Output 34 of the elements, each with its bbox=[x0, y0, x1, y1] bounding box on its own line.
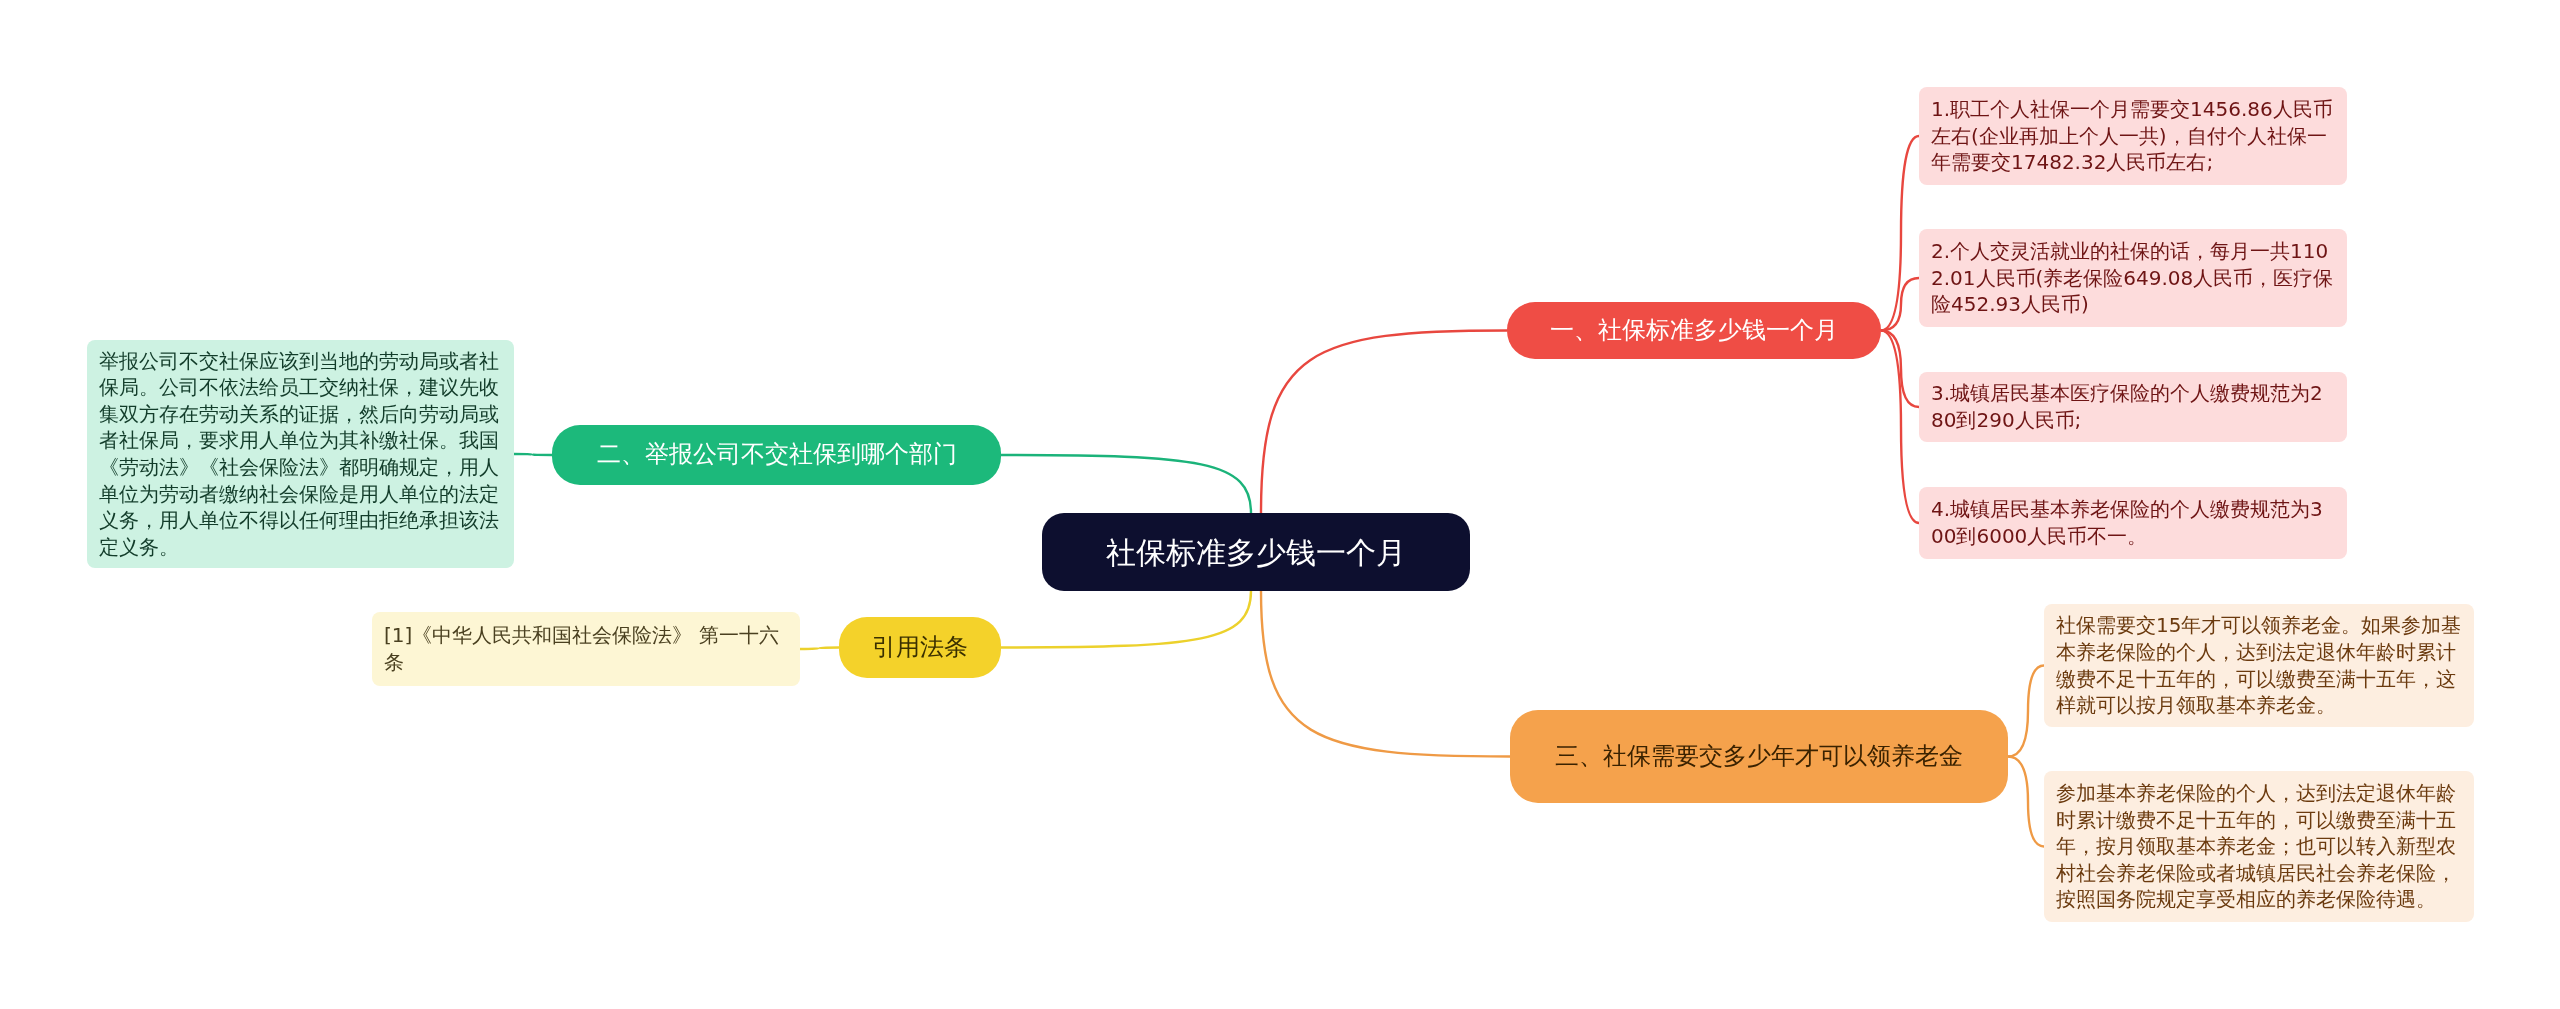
central-topic-box bbox=[1042, 513, 1470, 591]
detail-note-text: 参加基本养老保险的个人，达到法定退休年龄时累计缴费不足十五年的，可以缴费至满十五年，按月领取基本养老金；也可以转入新型农村社会养老保险或者城镇居民社会养老保险，按照国务院规定享受相应的养老保险待遇。 bbox=[2056, 780, 2457, 913]
connector-line bbox=[1001, 453, 1253, 514]
detail-note-box bbox=[1919, 229, 2347, 327]
connector-line bbox=[1880, 329, 1920, 525]
detail-note-text: 3.城镇居民基本医疗保险的个人缴费规范为280到290人民币; bbox=[1931, 380, 2324, 434]
connector-line bbox=[2007, 755, 2045, 848]
branch-topic-box bbox=[1507, 302, 1881, 359]
connector-line bbox=[2007, 664, 2045, 758]
connector-line bbox=[1001, 590, 1253, 649]
central-topic-text: 社保标准多少钱一个月 bbox=[1106, 533, 1406, 572]
branch-topic-text: 二、举报公司不交社保到哪个部门 bbox=[596, 439, 957, 471]
detail-note-box bbox=[1919, 487, 2347, 559]
connector-line bbox=[514, 452, 552, 457]
branch-topic-text: 三、社保需要交多少年才可以领养老金 bbox=[1555, 740, 1963, 772]
branch-topic-box bbox=[552, 425, 1001, 485]
detail-note-box bbox=[372, 612, 800, 686]
detail-note-box bbox=[2044, 604, 2474, 727]
detail-note-box bbox=[2044, 771, 2474, 922]
branch-topic-text: 一、社保标准多少钱一个月 bbox=[1550, 314, 1838, 346]
detail-note-text: 2.个人交灵活就业的社保的话，每月一共1102.01人民币(养老保险649.08人民币，医疗保险452.93人民币) bbox=[1931, 238, 2335, 318]
branch-topic-box bbox=[839, 617, 1001, 678]
detail-note-text: 1.职工个人社保一个月需要交1456.86人民币左右(企业再加上个人一共)，自付个人社保一年需要交17482.32人民币左右; bbox=[1931, 96, 2334, 176]
detail-note-text: [1]《中华人民共和国社会保险法》 第一十六条 bbox=[384, 622, 780, 676]
connector-line bbox=[800, 646, 839, 651]
connector-line bbox=[1259, 329, 1507, 514]
branch-topic-box bbox=[1510, 710, 2008, 803]
detail-note-box bbox=[1919, 372, 2347, 442]
detail-note-text: 社保需要交15年才可以领养老金。如果参加基本养老保险的个人，达到法定退休年龄时累计缴费不足十五年的，可以缴费至满十五年，这样就可以按月领取基本养老金。 bbox=[2056, 612, 2462, 719]
branch-topic-text: 引用法条 bbox=[872, 631, 968, 663]
detail-note-box bbox=[1919, 87, 2347, 185]
detail-note-text: 4.城镇居民基本养老保险的个人缴费规范为300到6000人民币不一。 bbox=[1931, 496, 2324, 550]
connector-line bbox=[1259, 590, 1510, 758]
detail-note-text: 举报公司不交社保应该到当地的劳动局或者社保局。公司不依法给员工交纳社保，建议先收集双方存在劳动关系的证据，然后向劳动局或者社保局，要求用人单位为其补缴社保。我国《劳动法》《社会保险法》都明确规定，用人单位为劳动者缴纳社会保险是用人单位的法定义务，用人单位不得以任何理由拒绝承担该法定义务。 bbox=[99, 347, 500, 561]
